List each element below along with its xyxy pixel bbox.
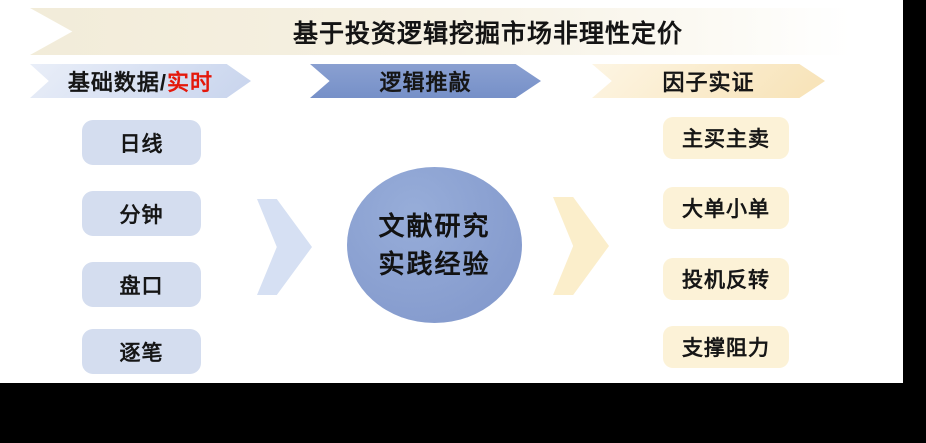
data-box-daily: 日线	[82, 120, 201, 165]
factor-box-support-resistance: 支撑阻力	[663, 326, 789, 368]
stage-header-factor-label: 因子实证	[662, 70, 755, 95]
chevron-right-arrow-blue-icon	[257, 199, 312, 295]
chevron-right-arrow-cream-icon	[553, 197, 609, 295]
factor-box-large-small-orders: 大单小单	[663, 187, 789, 229]
title-ribbon: 基于投资逻辑挖掘市场非理性定价	[30, 8, 876, 55]
letterbox-bottom-bar	[0, 383, 926, 443]
data-box-orderbook: 盘口	[82, 262, 201, 307]
research-circle-line2: 实践经验	[378, 249, 491, 279]
stage-header-basic-data: 基础数据/实时	[30, 64, 251, 98]
data-box-minute: 分钟	[82, 191, 201, 236]
stage-header-logic: 逻辑推敲	[310, 64, 541, 98]
factor-box-main-buy-sell: 主买主卖	[663, 117, 789, 159]
factor-box-speculation-reversal: 投机反转	[663, 258, 789, 300]
stage-header-realtime-highlight: 实时	[167, 70, 214, 95]
stage-header-basic-data-label: 基础数据/	[67, 70, 168, 95]
data-box-tick: 逐笔	[82, 329, 201, 374]
research-circle-line1: 文献研究	[378, 211, 491, 241]
stage-header-logic-label: 逻辑推敲	[379, 70, 472, 95]
diagram-title: 基于投资逻辑挖掘市场非理性定价	[292, 19, 683, 48]
letterbox-right-bar	[903, 0, 926, 443]
research-circle: 文献研究 实践经验	[347, 167, 522, 323]
stage-header-factor: 因子实证	[592, 64, 825, 98]
